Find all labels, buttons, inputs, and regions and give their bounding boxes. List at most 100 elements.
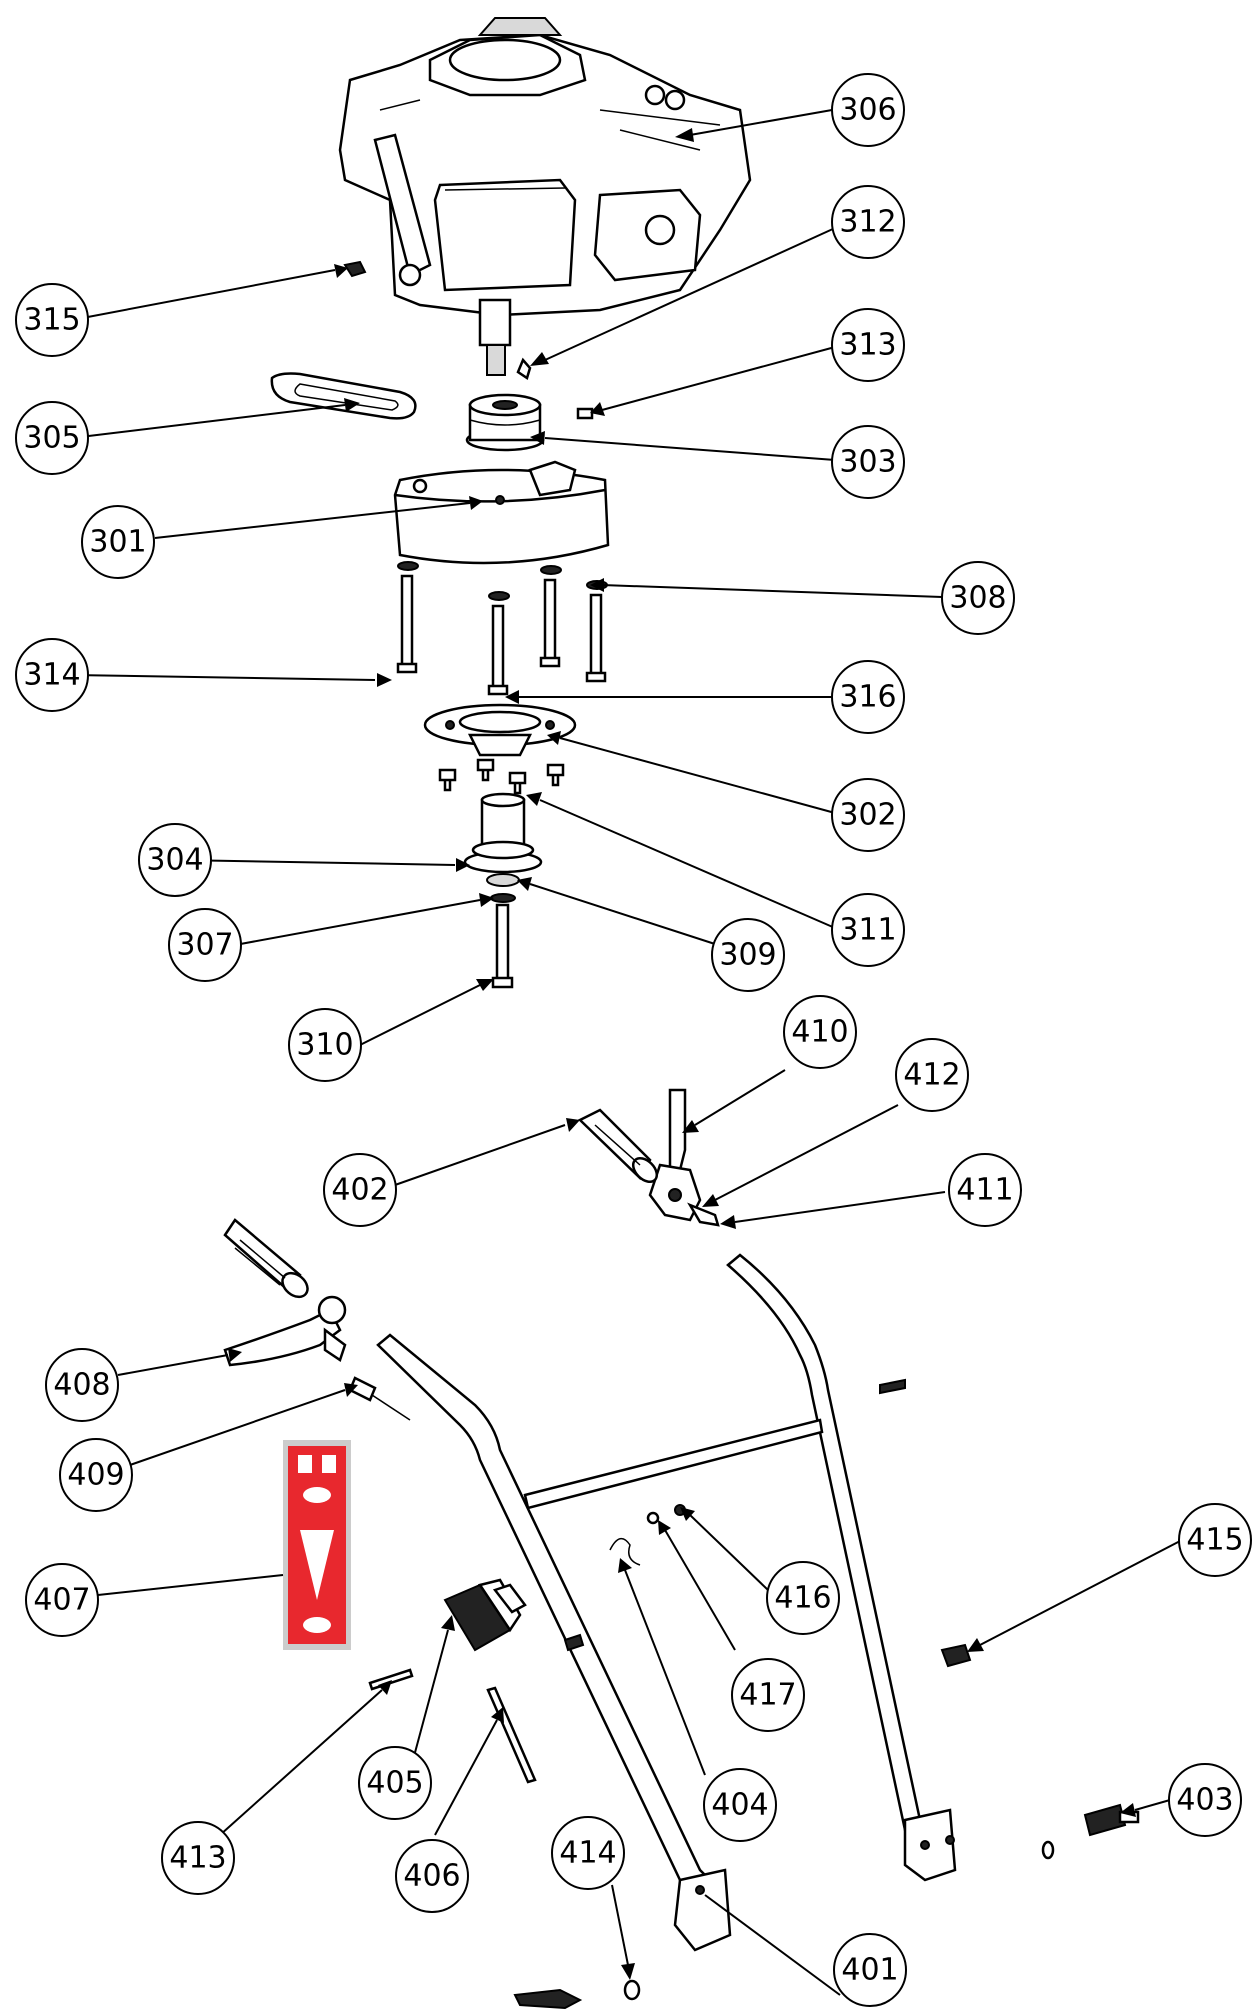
callout-label: 415	[1186, 1523, 1243, 1558]
callout-label: 301	[89, 525, 146, 560]
part-403-latch	[1041, 1803, 1140, 1860]
part-401-handle-frame	[376, 1253, 957, 1952]
callout-label: 316	[839, 680, 896, 715]
callout-label: 406	[403, 1859, 460, 1894]
part-410-412-411-lever-assembly	[648, 1088, 720, 1227]
callout-302: 302	[831, 778, 905, 852]
part-305-gasket	[270, 372, 417, 420]
part-413-pin	[368, 1668, 414, 1691]
callout-415: 415	[1178, 1503, 1252, 1577]
part-312-key	[516, 357, 532, 380]
callout-label: 413	[169, 1841, 226, 1876]
callout-406: 406	[395, 1839, 469, 1913]
part-402-grip	[577, 1108, 659, 1184]
callout-416: 416	[766, 1561, 840, 1635]
callout-401: 401	[833, 1933, 907, 2007]
callout-label: 414	[559, 1836, 616, 1871]
engine-drawing	[338, 17, 752, 376]
part-406-rod	[486, 1686, 537, 1784]
part-304-pulley	[463, 792, 543, 874]
callout-414: 414	[551, 1816, 625, 1890]
callout-label: 314	[23, 658, 80, 693]
part-313-key	[576, 407, 594, 420]
callout-301: 301	[81, 505, 155, 579]
part-408-bail-lever	[223, 1295, 347, 1367]
callout-label: 417	[739, 1678, 796, 1713]
callout-413: 413	[161, 1821, 235, 1895]
callout-417: 417	[731, 1658, 805, 1732]
part-309-washer	[486, 873, 520, 887]
callout-label: 416	[774, 1581, 831, 1616]
callout-315: 315	[15, 283, 89, 357]
callout-label: 412	[903, 1058, 960, 1093]
callout-label: 309	[719, 938, 776, 973]
callout-label: 408	[53, 1368, 110, 1403]
callout-label: 312	[839, 205, 896, 240]
callout-label: 403	[1176, 1783, 1233, 1818]
callout-404: 404	[703, 1768, 777, 1842]
callout-label: 311	[839, 913, 896, 948]
callout-label: 409	[67, 1458, 124, 1493]
callout-label: 308	[949, 581, 1006, 616]
callout-308: 308	[941, 561, 1015, 635]
callout-label: 315	[23, 303, 80, 338]
part-left-grip	[223, 1218, 309, 1299]
callout-403: 403	[1168, 1763, 1242, 1837]
callout-305: 305	[15, 401, 89, 475]
part-407-decal	[283, 1440, 351, 1650]
callout-402: 402	[323, 1153, 397, 1227]
part-303-pulley	[465, 393, 545, 452]
callout-411: 411	[948, 1153, 1022, 1227]
part-409-cable-end	[348, 1376, 411, 1421]
callout-409: 409	[59, 1438, 133, 1512]
callout-label: 402	[331, 1173, 388, 1208]
callout-316: 316	[831, 660, 905, 734]
part-405-speed-block	[443, 1578, 527, 1652]
callout-311: 311	[831, 893, 905, 967]
callout-405: 405	[358, 1746, 432, 1820]
callout-408: 408	[45, 1348, 119, 1422]
callout-label: 405	[366, 1766, 423, 1801]
callout-label: 407	[33, 1583, 90, 1618]
part-301-belt-guard	[393, 460, 610, 565]
callout-306: 306	[831, 73, 905, 147]
part-307-lockwasher	[490, 893, 516, 903]
part-404-clip	[609, 1537, 641, 1566]
callout-312: 312	[831, 185, 905, 259]
callout-304: 304	[138, 823, 212, 897]
callout-309: 309	[711, 918, 785, 992]
callout-label: 302	[839, 798, 896, 833]
callout-label: 307	[176, 928, 233, 963]
callout-313: 313	[831, 308, 905, 382]
callout-label: 310	[296, 1028, 353, 1063]
part-302-flange	[423, 703, 577, 757]
part-310-bolt	[491, 903, 514, 989]
leader-lines	[71, 109, 1183, 1996]
part-417-washer	[646, 1511, 660, 1525]
part-415-nut	[940, 1643, 972, 1668]
callout-410: 410	[783, 995, 857, 1069]
callout-314: 314	[15, 638, 89, 712]
part-308-washers	[397, 561, 608, 601]
part-311-bolts	[438, 758, 565, 795]
callout-303: 303	[831, 425, 905, 499]
callout-label: 411	[956, 1173, 1013, 1208]
callout-412: 412	[895, 1038, 969, 1112]
callout-label: 303	[839, 445, 896, 480]
part-314-316-bolts	[396, 574, 607, 696]
part-315-nut	[343, 260, 367, 278]
speed-control-decal-icon	[298, 1455, 336, 1633]
callout-307: 307	[168, 908, 242, 982]
callout-label: 304	[146, 843, 203, 878]
part-washer-right	[879, 1378, 906, 1395]
callout-label: 410	[791, 1015, 848, 1050]
callout-label: 404	[711, 1788, 768, 1823]
callout-407: 407	[25, 1563, 99, 1637]
callout-label: 305	[23, 421, 80, 456]
callout-label: 306	[839, 93, 896, 128]
callout-label: 313	[839, 328, 896, 363]
part-414-washer	[623, 1979, 641, 2001]
callout-310: 310	[288, 1008, 362, 1082]
callout-label: 401	[841, 1953, 898, 1988]
